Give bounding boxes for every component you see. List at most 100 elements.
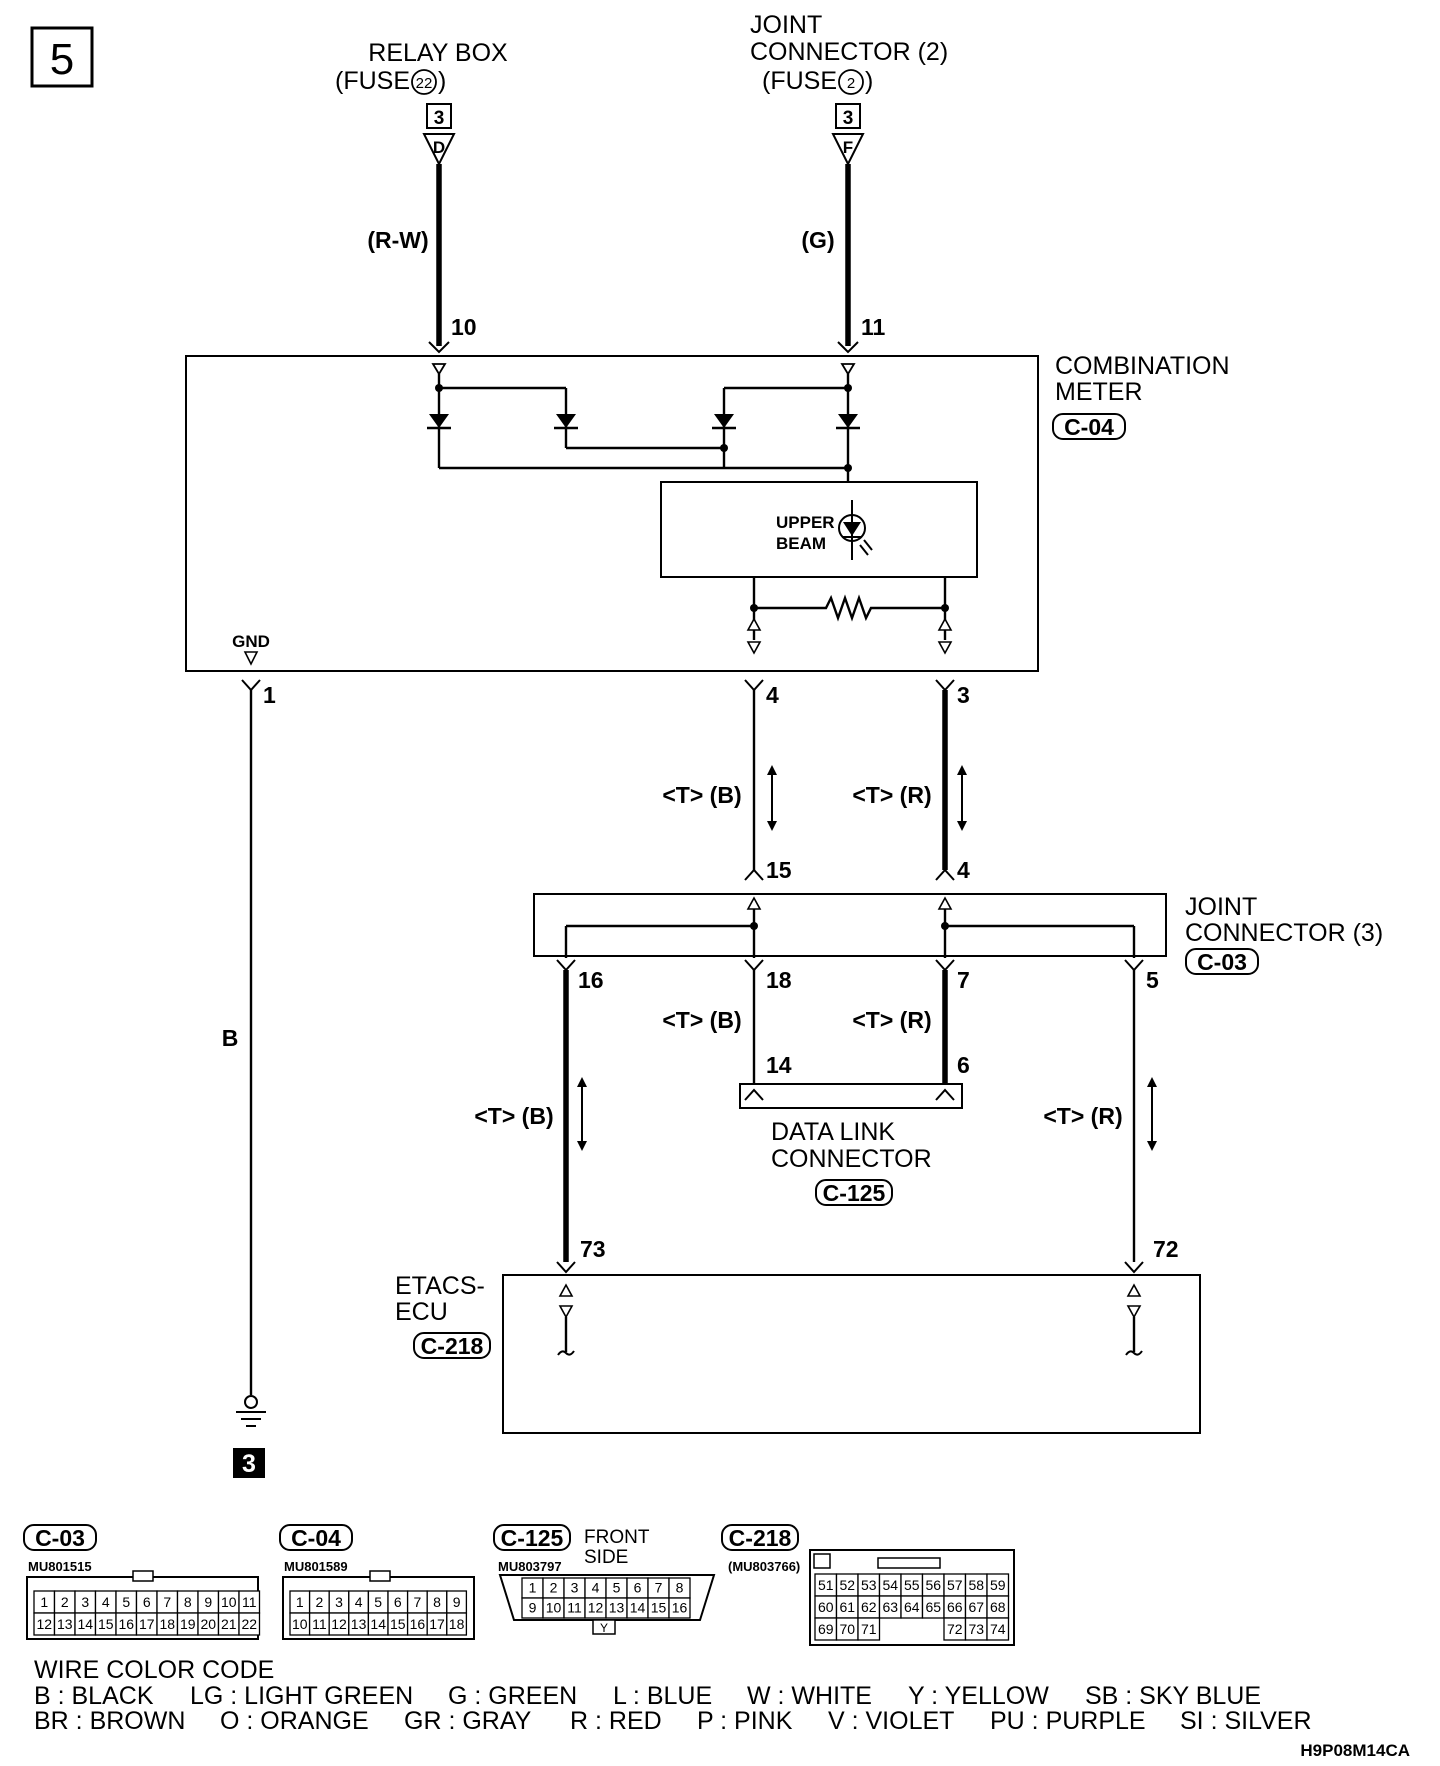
gnd-label: GND xyxy=(232,632,270,651)
wcc-o: O : ORANGE xyxy=(220,1707,369,1735)
page-number-box xyxy=(30,26,94,88)
connector-pin-number: 14 xyxy=(630,1599,646,1615)
jc3-pin-16: 16 xyxy=(578,967,604,993)
connector-pin-number: 15 xyxy=(651,1599,667,1615)
meter-pin-1: 1 xyxy=(263,682,276,708)
connector-pin-number: 12 xyxy=(588,1599,604,1615)
connector-pin-cell xyxy=(986,1617,1010,1641)
relay-box-fuse-close: ) xyxy=(438,67,446,95)
ground-point-number: 3 xyxy=(242,1450,256,1478)
connector-pin-cell xyxy=(446,1612,468,1636)
wire-label-tb-1: <T> (B) xyxy=(662,782,741,808)
wire-label-tr-1: <T> (R) xyxy=(852,782,931,808)
wcc-w: W : WHITE xyxy=(747,1682,872,1710)
connector-pin-number: 51 xyxy=(818,1577,834,1593)
relay-box-conn-letter: D xyxy=(433,138,445,157)
jc2-wire-color: (G) xyxy=(801,227,834,253)
connector-pin-number: 6 xyxy=(143,1594,151,1610)
cv-c04-part: MU801589 xyxy=(284,1559,348,1574)
pin-11: 11 xyxy=(861,314,886,340)
wcc-lg: LG : LIGHT GREEN xyxy=(190,1682,413,1710)
connector-pin-number: 2 xyxy=(61,1594,69,1610)
jc3-label-2: CONNECTOR (3) xyxy=(1185,919,1383,947)
connector-pin-number: 57 xyxy=(947,1577,963,1593)
connector-pin-number: 64 xyxy=(904,1599,920,1615)
cv-c03-part: MU801515 xyxy=(28,1559,92,1574)
connector-pin-number: 5 xyxy=(122,1594,130,1610)
connector-pin-number: 52 xyxy=(839,1577,855,1593)
jc2-line1: JOINT xyxy=(750,11,822,39)
connector-pin-cell xyxy=(238,1612,261,1636)
connector-pin-number: 5 xyxy=(374,1594,382,1610)
figure-code: H9P08M14CA xyxy=(1300,1741,1410,1760)
jc2-conn-num: 3 xyxy=(843,108,854,129)
connector-pin-number: 2 xyxy=(316,1594,324,1610)
connector-pin-number: 16 xyxy=(672,1599,688,1615)
connector-pin-number: 7 xyxy=(655,1579,663,1595)
jc3-pin-15: 15 xyxy=(766,857,792,883)
cv-c03-code: C-03 xyxy=(35,1525,85,1551)
cv-c218-code: C-218 xyxy=(729,1525,792,1551)
connector-pin-number: 13 xyxy=(351,1616,367,1632)
connector-pin-number: 16 xyxy=(410,1616,426,1632)
meter-pin-3: 3 xyxy=(957,682,970,708)
wcc-br: BR : BROWN xyxy=(34,1707,185,1735)
page-number: 5 xyxy=(50,35,74,84)
wcc-v: V : VIOLET xyxy=(828,1707,954,1735)
wire-label-tr-2: <T> (R) xyxy=(852,1007,931,1033)
jc2-conn-letter: F xyxy=(843,138,853,157)
connector-pin-number: 8 xyxy=(433,1594,441,1610)
connector-pin-number: 55 xyxy=(904,1577,920,1593)
c-218-tag xyxy=(413,1332,491,1359)
wcc-p: P : PINK xyxy=(697,1707,793,1735)
connector-pin-number: 1 xyxy=(40,1594,48,1610)
relay-box-fuse-number: 22 xyxy=(416,75,433,92)
wcc-g: G : GREEN xyxy=(448,1682,577,1710)
connector-pin-number: 3 xyxy=(81,1594,89,1610)
connector-pin-number: 14 xyxy=(370,1616,386,1632)
connector-pin-number: 69 xyxy=(818,1621,834,1637)
relay-box-source: RELAY BOX (FUSE 22 ) 3 D (R-W) 10 xyxy=(335,39,508,354)
etacs-ecu: 73 72 ETACS- ECU C-218 xyxy=(395,1236,1201,1434)
c-125-tag xyxy=(815,1179,893,1206)
c-04-tag xyxy=(1052,413,1126,440)
connector-pin-number: 73 xyxy=(968,1621,984,1637)
connector-pin-number: 15 xyxy=(390,1616,406,1632)
connector-pin-cell xyxy=(857,1617,881,1641)
relay-box-label: RELAY BOX xyxy=(368,39,508,67)
connector-pin-number: 72 xyxy=(947,1621,963,1637)
ecu-pin-73: 73 xyxy=(580,1236,606,1262)
connector-pin-number: 74 xyxy=(990,1621,1006,1637)
connector-pin-number: 63 xyxy=(882,1599,898,1615)
connector-pin-number: 58 xyxy=(968,1577,984,1593)
cv-c125-part: MU803797 xyxy=(498,1559,562,1574)
ecu-label-2: ECU xyxy=(395,1298,448,1326)
connector-pin-number: 22 xyxy=(241,1616,257,1632)
connector-pin-number: 67 xyxy=(968,1599,984,1615)
connector-pin-number: 18 xyxy=(449,1616,465,1632)
connector-pin-number: 61 xyxy=(839,1599,855,1615)
connector-pin-number: 53 xyxy=(861,1577,877,1593)
cv-c04-code: C-04 xyxy=(291,1525,341,1551)
connector-pin-number: 14 xyxy=(77,1616,93,1632)
connector-pin-number: 4 xyxy=(355,1594,363,1610)
wire-color-code-title: WIRE COLOR CODE xyxy=(34,1656,274,1684)
wire-color-code-legend: WIRE COLOR CODE B : BLACK LG : LIGHT GRE… xyxy=(34,1656,1312,1735)
wire-label-tb-2: <T> (B) xyxy=(662,1007,741,1033)
connector-pin-number: 4 xyxy=(592,1579,600,1595)
connector-pin-number: 11 xyxy=(312,1616,327,1632)
connector-pin-number: 62 xyxy=(861,1599,877,1615)
gnd-wire-color: B xyxy=(222,1025,239,1051)
jc3-pin-4: 4 xyxy=(957,857,970,883)
jc2-fuse-label: (FUSE xyxy=(762,67,837,95)
connector-pin-number: 5 xyxy=(613,1579,621,1595)
fuse-number-circle xyxy=(411,69,437,95)
jc2-line2: CONNECTOR (2) xyxy=(750,38,948,66)
wcc-si: SI : SILVER xyxy=(1180,1707,1312,1735)
wcc-sb: SB : SKY BLUE xyxy=(1085,1682,1261,1710)
dlc-label-1: DATA LINK xyxy=(771,1118,895,1146)
connector-pin-number: 65 xyxy=(925,1599,941,1615)
